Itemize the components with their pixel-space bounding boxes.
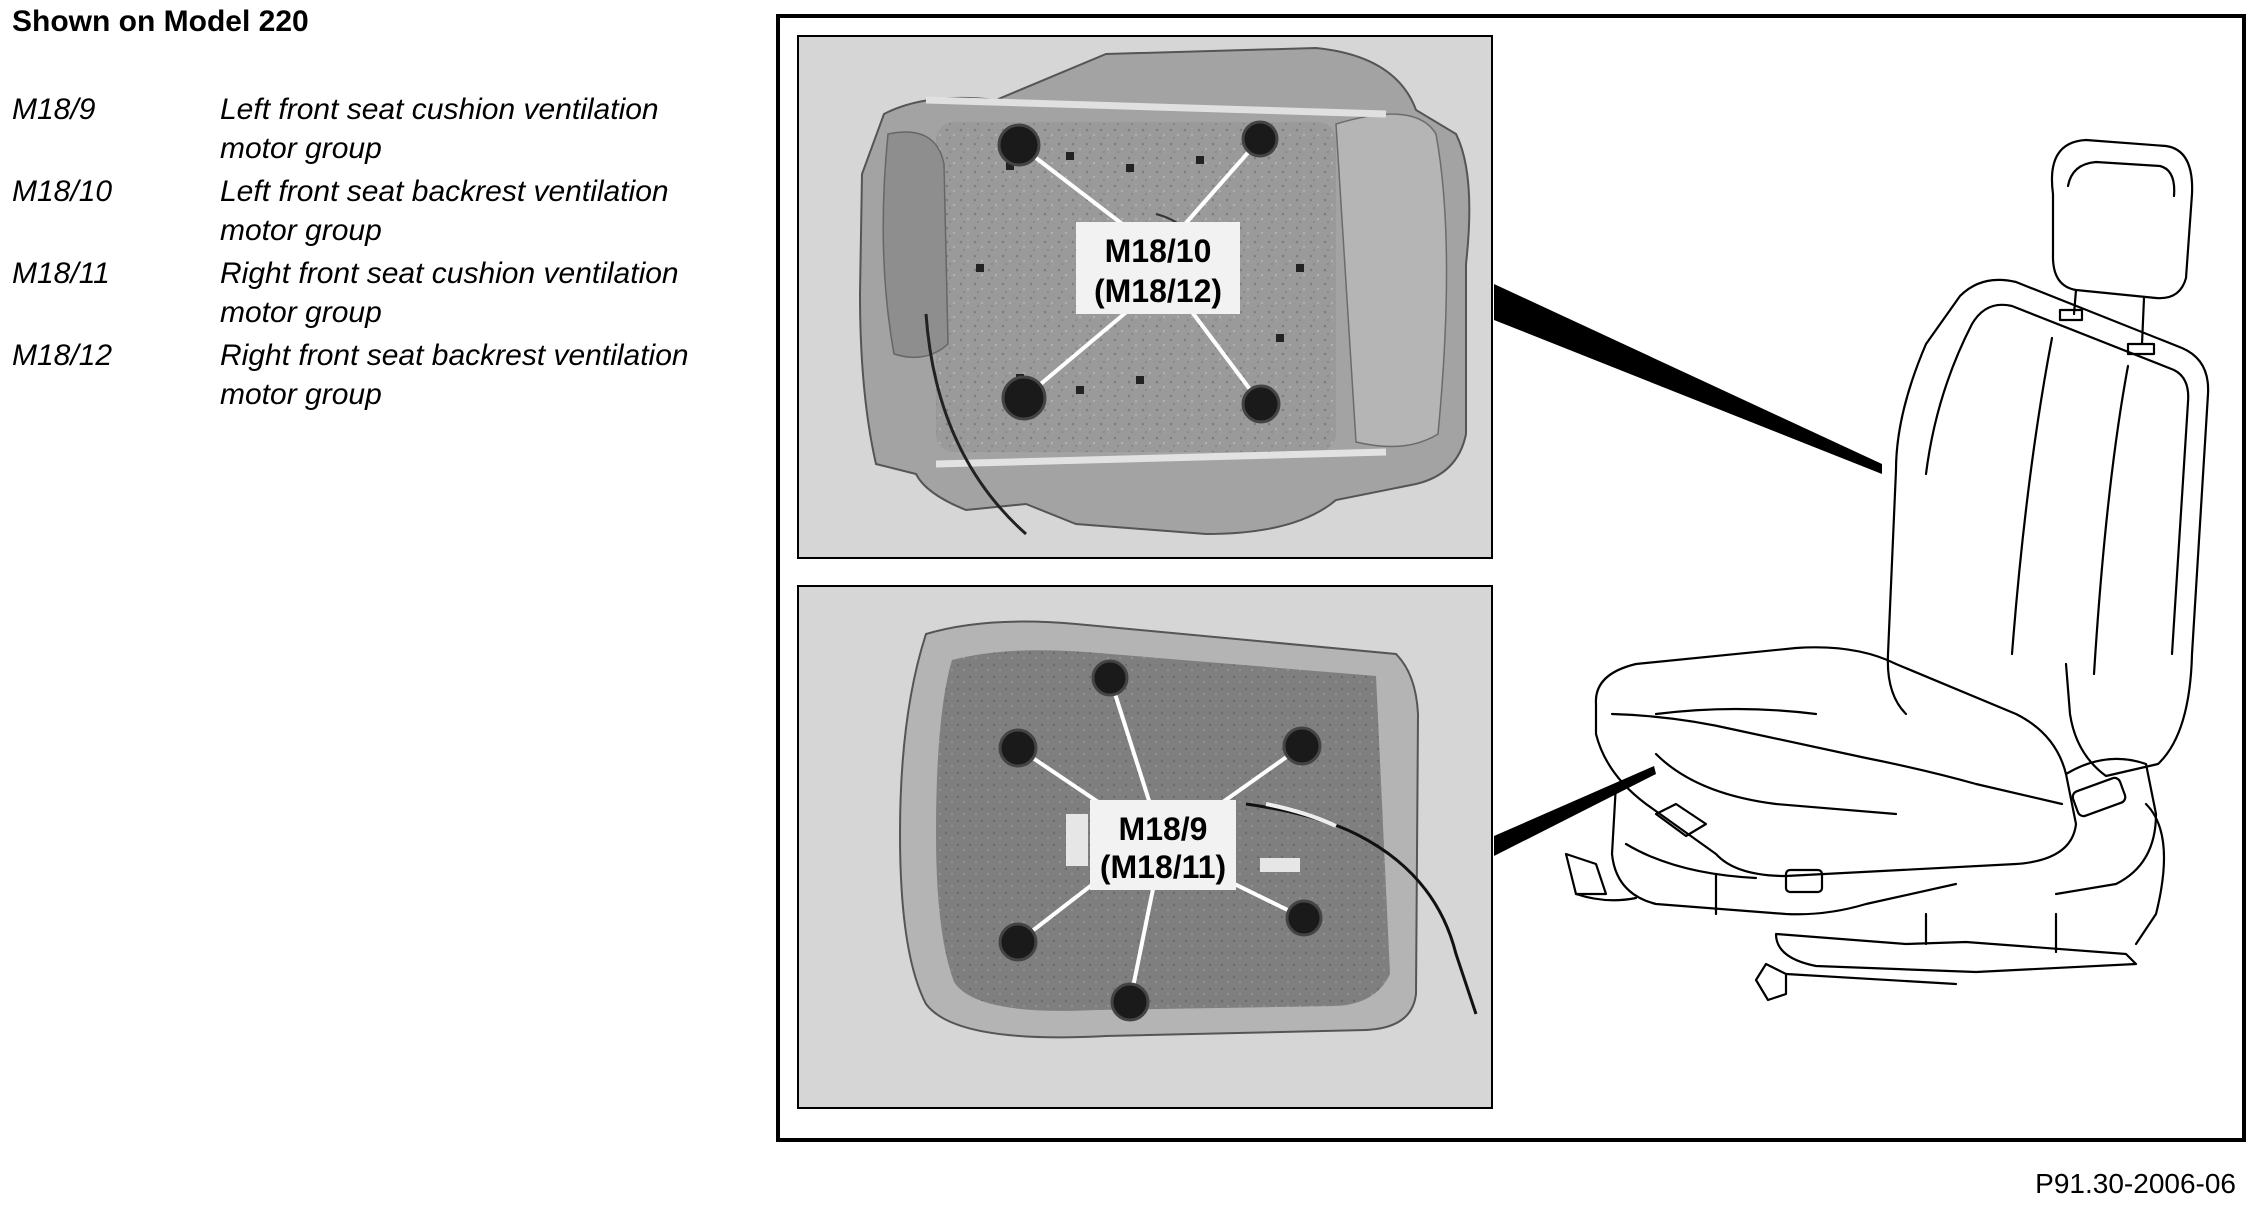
legend-code: M18/11: [12, 257, 110, 290]
backrest-connector: [1494, 284, 1882, 474]
legend-description: Left front seat cushion ventilation moto…: [220, 93, 659, 165]
seat-figure: M18/10 (M18/12): [776, 14, 2248, 1142]
legend-description: Left front seat backrest ventilation mot…: [220, 175, 669, 247]
legend-description: Right front seat backrest ventilation mo…: [220, 339, 689, 411]
legend-code: M18/10: [12, 175, 113, 208]
backrest-callout-alt-code: (M18/12): [1094, 273, 1222, 309]
legend-item: M18/12 Right front seat backrest ventila…: [12, 336, 732, 414]
cushion-photo: M18/9 (M18/11): [797, 585, 1493, 1109]
cushion-callout-alt-code: (M18/11): [1100, 849, 1226, 885]
legend-item: M18/9 Left front seat cushion ventilatio…: [12, 90, 732, 168]
backrest-photo: M18/10 (M18/12): [797, 35, 1493, 559]
page-title: Shown on Model 220: [12, 5, 309, 38]
cushion-callout-code: M18/9: [1119, 811, 1208, 847]
legend-item: M18/10 Left front seat backrest ventilat…: [12, 172, 732, 250]
legend-code: M18/12: [12, 339, 113, 372]
legend-item: M18/11 Right front seat cushion ventilat…: [12, 254, 732, 332]
figure-reference: P91.30-2006-06: [2035, 1168, 2236, 1199]
backrest-callout-code: M18/10: [1105, 233, 1212, 269]
component-legend: M18/9 Left front seat cushion ventilatio…: [12, 90, 732, 418]
legend-description: Right front seat cushion ventilation mot…: [220, 257, 679, 329]
legend-code: M18/9: [12, 93, 96, 126]
seat-line-drawing: [1564, 138, 2210, 1002]
